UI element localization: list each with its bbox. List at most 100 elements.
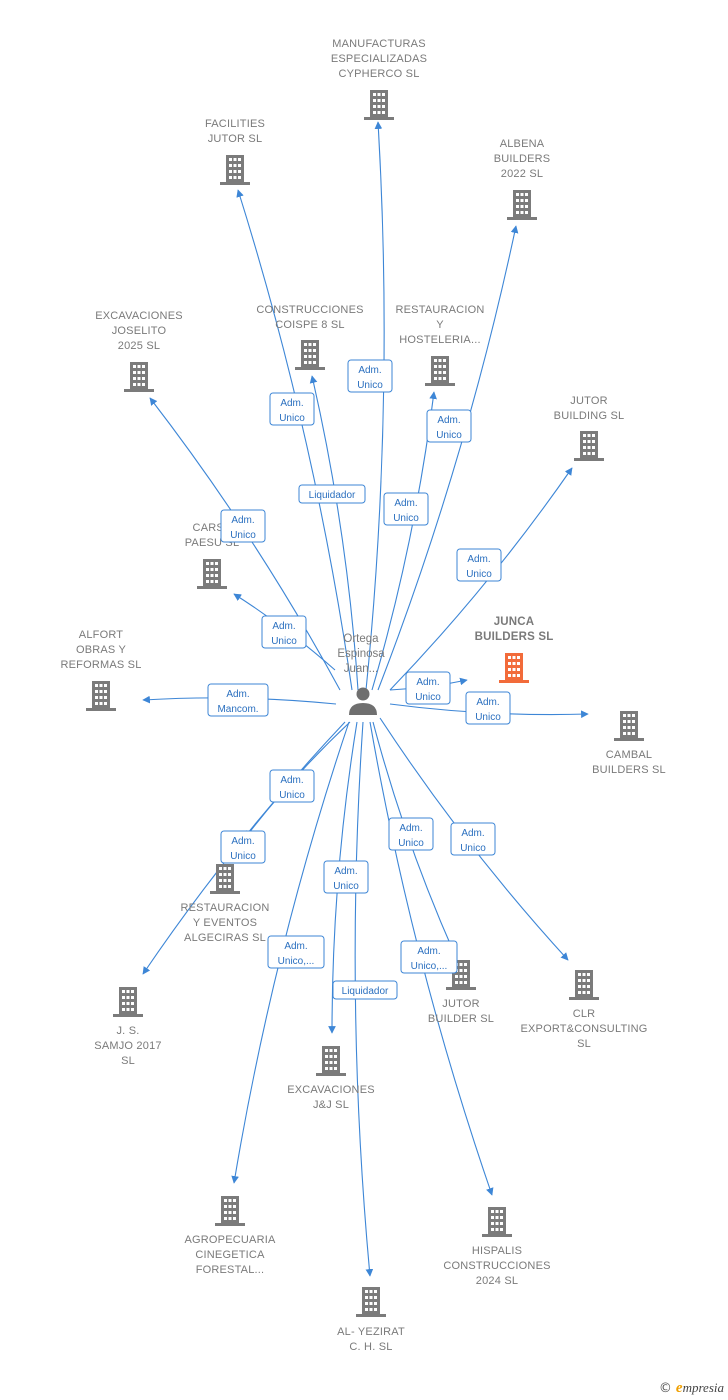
brand-logo[interactable]: empresia [675, 1380, 724, 1396]
relation-text: Adm. [417, 946, 440, 957]
relation-box [207, 683, 269, 717]
relation-text: Unico [279, 413, 305, 424]
building-icon[interactable] [425, 356, 455, 386]
relation-tag-carsa-paesu[interactable]: Adm.Unico [261, 615, 307, 649]
relation-tag-agropecuaria[interactable]: Adm.Unico,... [267, 935, 325, 969]
building-icon[interactable] [197, 559, 227, 589]
building-icon[interactable] [215, 1196, 245, 1226]
edge-manufacturas [365, 121, 385, 691]
building-icon[interactable] [614, 711, 644, 741]
relation-box [465, 691, 511, 725]
company-label-line: CONSTRUCCIONES [256, 304, 363, 316]
building-icon[interactable] [364, 90, 394, 120]
relation-text: Unico [415, 692, 441, 703]
building-icon[interactable] [295, 340, 325, 370]
relation-tag-clr[interactable]: Adm.Unico [450, 822, 496, 856]
building-icon[interactable] [124, 362, 154, 392]
building-icon[interactable] [569, 970, 599, 1000]
relation-tag-jutor-building[interactable]: Adm.Unico [456, 548, 502, 582]
relation-box [383, 492, 429, 526]
relation-tag-restauracion-hosteleria[interactable]: Adm.Unico [383, 492, 429, 526]
relation-tag-restauracion-eventos[interactable]: Adm.Unico [269, 769, 315, 803]
relation-tag-js-samjo[interactable]: Adm. Unico [220, 830, 266, 864]
relation-box [267, 935, 325, 969]
relation-tag-cambal[interactable]: Adm.Unico [465, 691, 511, 725]
company-label-line: OBRAS Y [76, 644, 127, 656]
highlighted-building-icon[interactable] [499, 653, 529, 683]
building-icon[interactable] [113, 987, 143, 1017]
relation-tag-jutor-builder[interactable]: Adm.Unico [388, 817, 434, 851]
relation-text: Adm. [231, 515, 254, 526]
company-label-line: RESTAURACION [396, 304, 485, 316]
building-icon[interactable] [356, 1287, 386, 1317]
footer: © empresia [659, 1380, 724, 1397]
relation-tag-construcciones-coispe[interactable]: Liquidador [298, 484, 366, 504]
company-label-line: BUILDING SL [554, 410, 625, 422]
relation-tag-excavaciones-jj[interactable]: Adm.Unico [323, 860, 369, 894]
company-label-line: CYPHERCO SL [338, 68, 419, 80]
company-label-junca[interactable]: JUNCA BUILDERS SL [475, 616, 554, 643]
relation-tag-manufacturas[interactable]: Adm.Unico [347, 359, 393, 393]
company-label-line: BUILDERS SL [475, 631, 554, 643]
company-label-line: Y EVENTOS [193, 917, 257, 929]
company-label-line: FORESTAL... [196, 1264, 265, 1276]
company-label-line: FACILITIES [205, 118, 265, 130]
building-icon[interactable] [220, 155, 250, 185]
edge-construcciones-coispe [309, 375, 359, 691]
person-name-line: Espinosa [337, 648, 385, 660]
company-label-line: JUNCA [494, 616, 535, 628]
company-label-line: 2025 SL [118, 340, 160, 352]
relation-tag-excavaciones-joselito[interactable]: Adm.Unico [220, 509, 266, 543]
relation-tag-albena[interactable]: Adm.Unico [426, 409, 472, 443]
relation-tag-facilities[interactable]: Adm. Unico [269, 392, 315, 426]
person-icon[interactable] [349, 687, 377, 716]
relation-tag-junca[interactable]: Adm.Unico [405, 671, 451, 705]
relation-text: Adm. [280, 398, 303, 409]
company-label-line: SAMJO 2017 [94, 1040, 161, 1052]
company-label-line: BUILDER SL [428, 1013, 494, 1025]
building-icon[interactable] [210, 864, 240, 894]
company-label-line: AL- YEZIRAT [337, 1326, 405, 1338]
relation-box [220, 830, 266, 864]
company-label-line: ALGECIRAS SL [184, 932, 266, 944]
building-icon[interactable] [316, 1046, 346, 1076]
building-icon[interactable] [507, 190, 537, 220]
relation-box [332, 980, 398, 1000]
edge-facilities [236, 189, 353, 691]
company-label-line: CLR [573, 1008, 596, 1020]
company-label-line: CAMBAL [606, 749, 652, 761]
company-label-line: ALBENA [500, 138, 545, 150]
relation-tag-al-yezirat[interactable]: Liquidador [332, 980, 398, 1000]
relation-tag-hispalis[interactable]: Adm.Unico,... [400, 940, 458, 974]
relation-box [269, 769, 315, 803]
building-icon[interactable] [482, 1207, 512, 1237]
relation-text: Unico [230, 851, 256, 862]
relation-box [388, 817, 434, 851]
building-icon[interactable] [86, 681, 116, 711]
relation-text: Adm. [231, 836, 254, 847]
building-icon[interactable] [574, 431, 604, 461]
relation-tag-alfort[interactable]: Adm.Mancom. [207, 683, 269, 717]
edge-restauracion-hosteleria [371, 391, 437, 691]
